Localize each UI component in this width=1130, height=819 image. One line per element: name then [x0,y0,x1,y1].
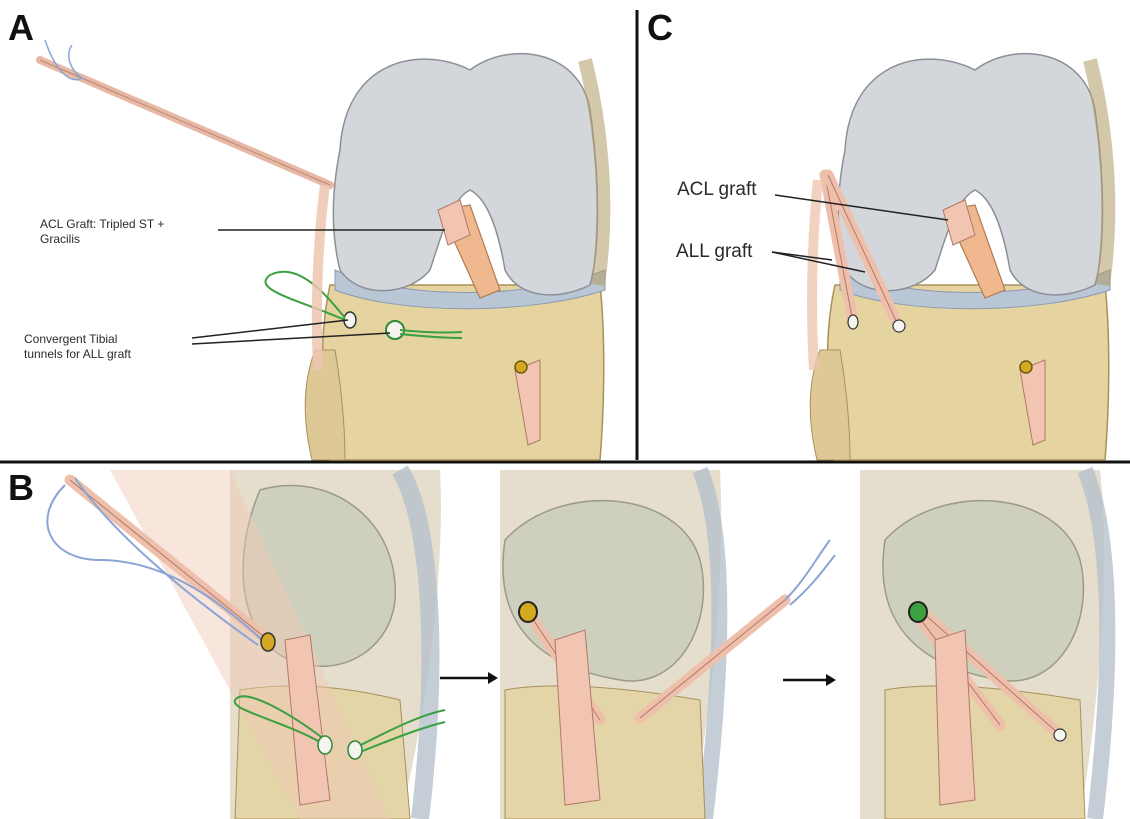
panel-b-view-2 [500,470,835,819]
panel-label-c: C [647,10,673,46]
tibia-bone [323,285,604,460]
tunnels-label-line1: Convergent Tibial [24,332,131,347]
panel-label-b: B [8,470,34,506]
acl-graft-label-c: ACL graft [677,178,757,202]
tibia-bone-c [828,285,1109,460]
tunnels-label: Convergent Tibial tunnels for ALL graft [24,332,131,362]
panel-a-knee [40,40,605,460]
all-graft-label-c: ALL graft [676,240,752,264]
blue-suture-b2 [785,540,835,605]
acl-graft-label-a: ACL Graft: Tripled ST + Gracilis [40,217,164,247]
panel-c-knee [772,54,1110,460]
blue-suture-a [45,40,82,80]
panel-b-view-3 [860,470,1107,819]
tibia-section-2 [505,686,705,819]
panel-b-view-1 [47,470,445,819]
tunnels-label-line2: tunnels for ALL graft [24,347,131,362]
acl-graft-label-a-line1: ACL Graft: Tripled ST + [40,217,164,232]
acl-graft-label-a-line2: Gracilis [40,232,164,247]
panel-label-a: A [8,10,34,46]
